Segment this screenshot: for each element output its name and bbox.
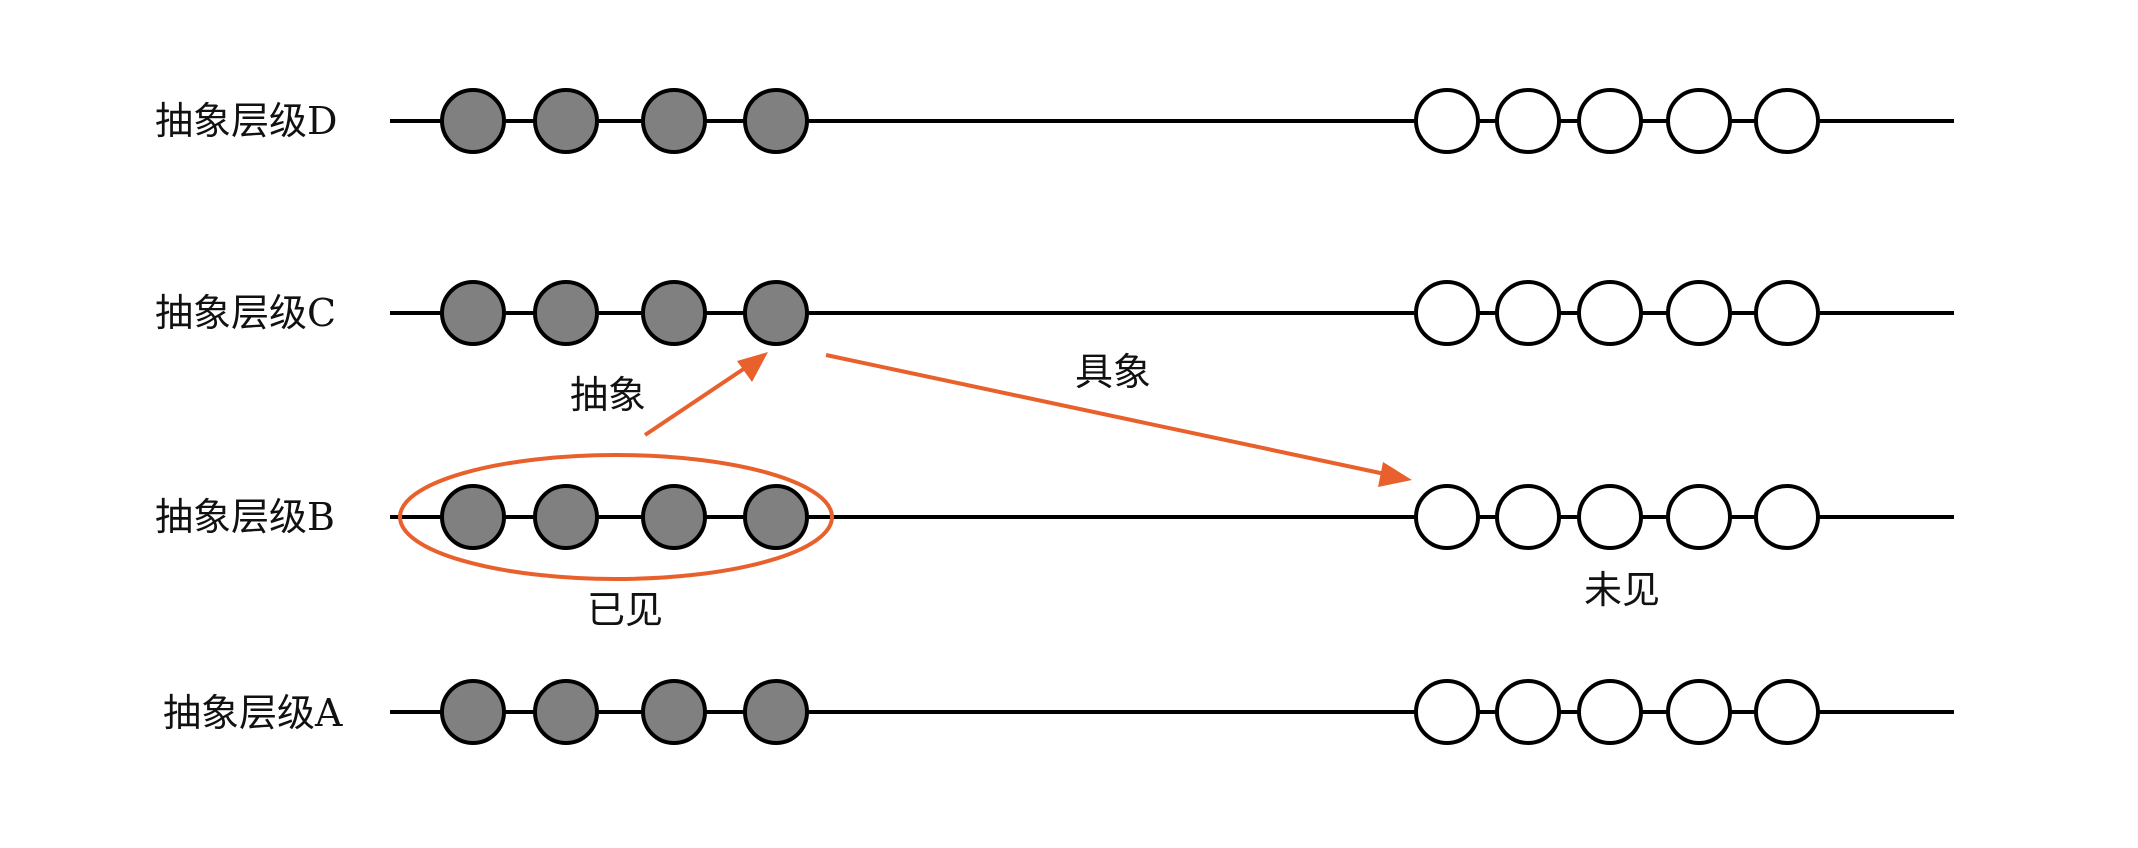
- seen-node: [743, 484, 809, 550]
- unseen-node: [1414, 484, 1480, 550]
- unseen-node: [1666, 280, 1732, 346]
- seen-node: [533, 484, 599, 550]
- abstract-label: 抽象: [570, 373, 646, 417]
- seen-node: [440, 484, 506, 550]
- unseen-node: [1577, 88, 1643, 154]
- seen-node: [743, 88, 809, 154]
- level-row-c: [390, 280, 1954, 346]
- concrete-arrow: [825, 353, 1412, 487]
- seen-node: [641, 88, 707, 154]
- unseen-node: [1666, 679, 1732, 745]
- unseen-node: [1577, 484, 1643, 550]
- unseen-node: [1754, 280, 1820, 346]
- concrete-label: 具象: [1075, 350, 1151, 394]
- level-label-b: 抽象层级B: [155, 495, 335, 539]
- level-label-c: 抽象层级C: [155, 291, 336, 335]
- seen-node: [533, 280, 599, 346]
- seen-node: [533, 88, 599, 154]
- seen-node: [641, 280, 707, 346]
- unseen-node: [1414, 679, 1480, 745]
- level-label-d: 抽象层级D: [155, 99, 337, 143]
- seen-node: [743, 280, 809, 346]
- seen-highlight-ellipse: [398, 453, 834, 581]
- unseen-node: [1495, 484, 1561, 550]
- seen-node: [440, 679, 506, 745]
- unseen-node: [1414, 280, 1480, 346]
- seen-node: [440, 88, 506, 154]
- level-row-b: [390, 484, 1954, 550]
- seen-node: [641, 679, 707, 745]
- abstract-arrow: [643, 352, 768, 437]
- seen-node: [440, 280, 506, 346]
- level-label-a: 抽象层级A: [163, 691, 343, 735]
- level-row-d: [390, 88, 1954, 154]
- unseen-node: [1666, 484, 1732, 550]
- seen-node: [743, 679, 809, 745]
- unseen-node: [1495, 679, 1561, 745]
- unseen-label: 未见: [1584, 568, 1660, 612]
- unseen-node: [1577, 679, 1643, 745]
- unseen-node: [1495, 88, 1561, 154]
- seen-label: 已见: [587, 588, 663, 632]
- level-rows: [390, 88, 1954, 745]
- seen-node: [641, 484, 707, 550]
- unseen-node: [1754, 88, 1820, 154]
- unseen-node: [1754, 679, 1820, 745]
- unseen-node: [1414, 88, 1480, 154]
- unseen-node: [1577, 280, 1643, 346]
- unseen-node: [1754, 484, 1820, 550]
- level-row-a: [390, 679, 1954, 745]
- unseen-node: [1666, 88, 1732, 154]
- seen-node: [533, 679, 599, 745]
- unseen-node: [1495, 280, 1561, 346]
